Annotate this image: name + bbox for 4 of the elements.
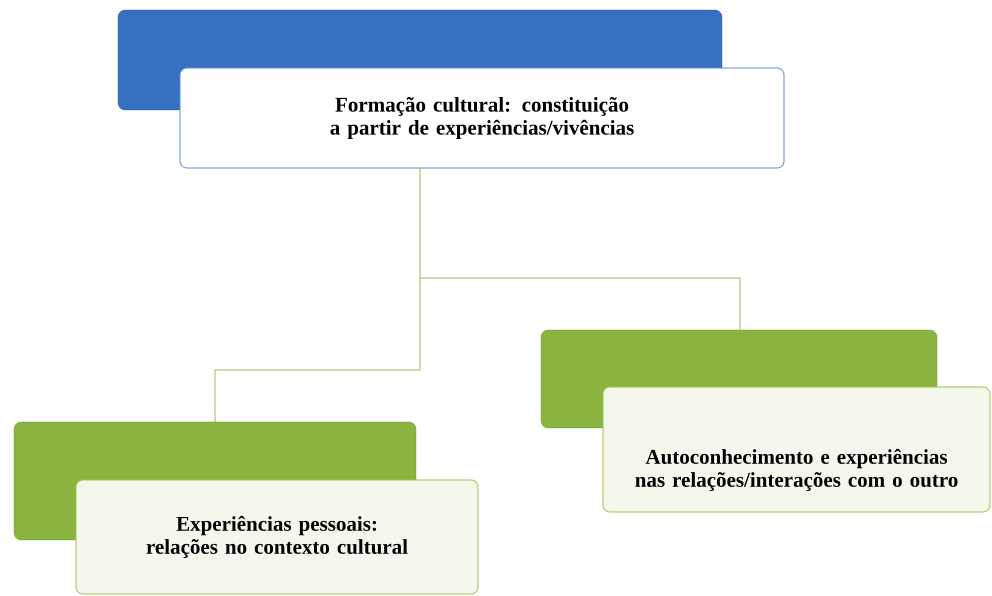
text-box: Autoconhecimento e experiências nas relações/interações com o outro [602, 386, 990, 512]
text-box: Experiências pessoais: relações no contexto cultural [76, 480, 478, 594]
text-box: Formação cultural: constituição a partir de experiências/vivências [180, 68, 784, 168]
connector-line [420, 168, 740, 330]
